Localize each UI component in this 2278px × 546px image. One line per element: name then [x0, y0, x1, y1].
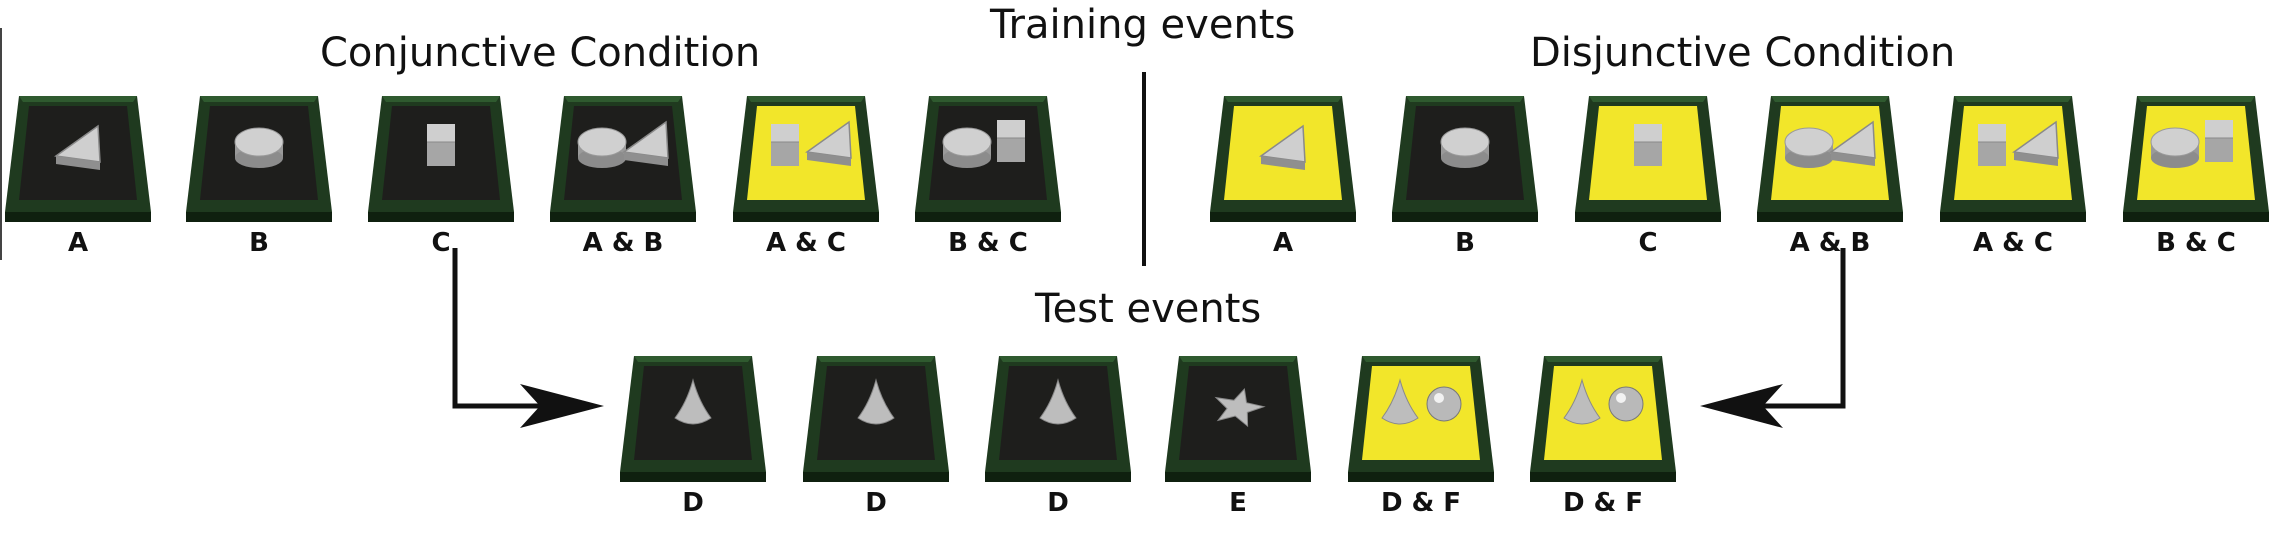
detector-box — [550, 96, 696, 222]
test-event-box — [1530, 356, 1676, 482]
sphere-icon — [1426, 386, 1462, 422]
event-label: D — [682, 488, 704, 518]
conjunctive-event-box — [550, 96, 696, 222]
disjunctive-event-box — [1210, 96, 1356, 222]
conjunctive-arrow-line — [452, 248, 560, 409]
event-label: D — [865, 488, 887, 518]
disjunctive-condition-title: Disjunctive Condition — [1530, 30, 1956, 76]
detector-box — [1530, 356, 1676, 482]
event-label: A & B — [582, 228, 664, 258]
cube-icon — [1978, 124, 2006, 166]
detector-box — [1575, 96, 1721, 222]
disjunctive-event-box — [1392, 96, 1538, 222]
test-event-box — [620, 356, 766, 482]
triangle-icon — [805, 120, 852, 166]
detector-box — [186, 96, 332, 222]
training-events-title: Training events — [990, 2, 1296, 48]
conjunctive-event-box — [368, 96, 514, 222]
detector-box — [1940, 96, 2086, 222]
detector-box — [803, 356, 949, 482]
test-event-box — [803, 356, 949, 482]
event-label: D & F — [1562, 488, 1644, 518]
event-label: A & C — [766, 228, 846, 258]
test-event-box — [1165, 356, 1311, 482]
detector-box — [1165, 356, 1311, 482]
cylinder-icon — [234, 127, 284, 168]
triangle-icon — [622, 120, 669, 166]
conjunctive-condition-title: Conjunctive Condition — [320, 30, 761, 76]
event-label: B — [1455, 228, 1475, 258]
cylinder-icon — [942, 127, 992, 168]
cube-icon — [771, 124, 799, 166]
cone-icon — [857, 378, 895, 425]
cone-icon — [1039, 378, 1077, 425]
detector-box — [733, 96, 879, 222]
box-top — [1362, 366, 1480, 460]
cube-icon — [427, 124, 455, 166]
event-label: E — [1229, 488, 1247, 518]
event-label: D — [1047, 488, 1069, 518]
cone-icon — [1381, 378, 1419, 425]
event-label: B & C — [2156, 228, 2236, 258]
event-label: A — [1272, 228, 1294, 258]
cube-icon — [2205, 120, 2233, 162]
cylinder-icon — [577, 127, 627, 168]
event-label: C — [431, 228, 451, 258]
divider-line — [1142, 72, 1146, 266]
cube-icon — [1634, 124, 1662, 166]
disjunctive-arrow — [1700, 248, 1846, 428]
conjunctive-arrow — [452, 248, 604, 428]
detector-box — [985, 356, 1131, 482]
event-label: A — [67, 228, 89, 258]
event-label: A & C — [1973, 228, 2053, 258]
event-label: A & B — [1789, 228, 1871, 258]
box-top — [1544, 366, 1662, 460]
cylinder-icon — [1440, 127, 1490, 168]
detector-box — [5, 96, 151, 222]
disjunctive-arrow-head — [1700, 384, 1783, 428]
disjunctive-event-box — [1757, 96, 1903, 222]
triangle-icon — [1259, 124, 1306, 170]
detector-box — [1757, 96, 1903, 222]
test-event-box — [1348, 356, 1494, 482]
cube-icon — [997, 120, 1025, 162]
event-label: D & F — [1380, 488, 1462, 518]
conjunctive-event-box — [5, 96, 151, 222]
disjunctive-event-box — [1940, 96, 2086, 222]
conjunctive-arrow-head — [520, 384, 604, 428]
triangle-icon — [54, 124, 101, 170]
detector-box — [1348, 356, 1494, 482]
disjunctive-event-box — [2123, 96, 2269, 222]
cone-icon — [674, 378, 712, 425]
test-events-title: Test events — [1035, 286, 1262, 332]
detector-box — [1392, 96, 1538, 222]
cylinder-icon — [2150, 127, 2200, 168]
sphere-icon — [1608, 386, 1644, 422]
conjunctive-event-box — [186, 96, 332, 222]
detector-box — [620, 356, 766, 482]
disjunctive-event-box — [1575, 96, 1721, 222]
detector-box — [915, 96, 1061, 222]
left-edge-line — [0, 28, 2, 260]
star-icon — [1214, 388, 1266, 428]
cylinder-icon — [1784, 127, 1834, 168]
cone-icon — [1563, 378, 1601, 425]
event-label: B — [249, 228, 269, 258]
conjunctive-event-box — [733, 96, 879, 222]
triangle-icon — [2012, 120, 2059, 166]
detector-box — [1210, 96, 1356, 222]
detector-box — [368, 96, 514, 222]
triangle-icon — [1829, 120, 1876, 166]
disjunctive-arrow-line — [1740, 248, 1846, 409]
event-label: B & C — [948, 228, 1028, 258]
detector-box — [2123, 96, 2269, 222]
test-event-box — [985, 356, 1131, 482]
conjunctive-event-box — [915, 96, 1061, 222]
event-label: C — [1638, 228, 1658, 258]
